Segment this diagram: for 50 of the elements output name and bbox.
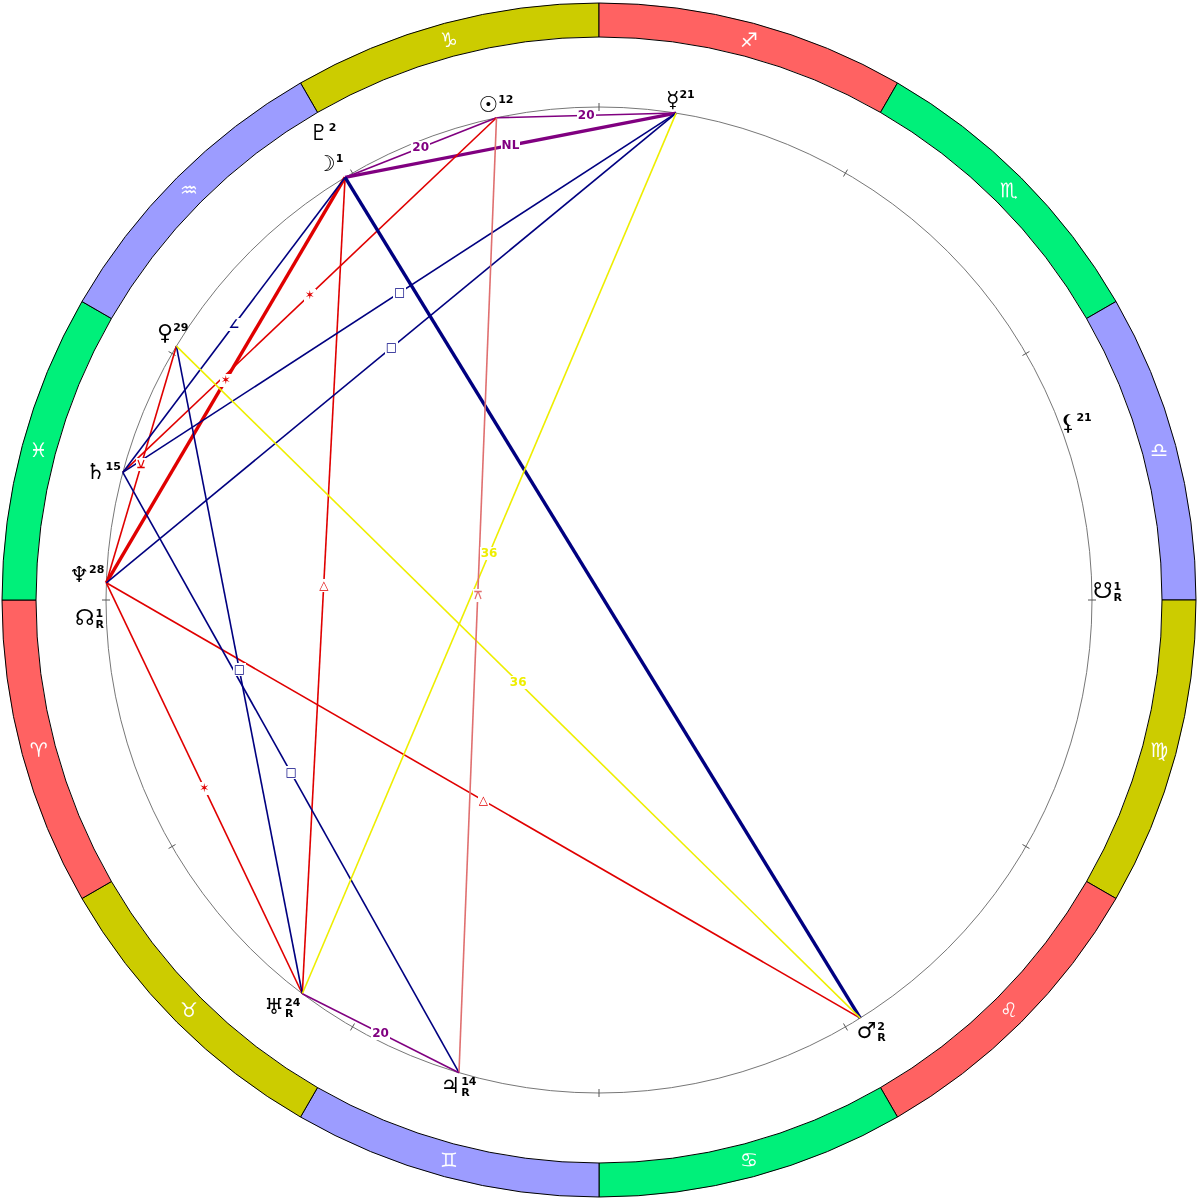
aspect-line bbox=[122, 471, 460, 1074]
planet-label: ☉$^{12}$ bbox=[477, 91, 516, 118]
planet-label: ♄$^{15}$ bbox=[84, 459, 123, 486]
zodiac-sign-glyph: ♍ bbox=[1150, 739, 1169, 762]
edge-label: □ bbox=[392, 286, 407, 300]
edge-label: △ bbox=[318, 579, 330, 593]
zodiac-sign-glyph: ♓ bbox=[29, 438, 48, 461]
zodiac-sign-glyph: ♏ bbox=[1000, 178, 1019, 201]
edge-label: □ bbox=[384, 341, 399, 355]
zodiac-sign-glyph: ♐ bbox=[740, 28, 759, 51]
aspect-line bbox=[301, 992, 460, 1074]
edge-label: ⚻ bbox=[472, 588, 483, 602]
edge-label: □ bbox=[232, 663, 247, 677]
zodiac-sign-glyph: ♎ bbox=[1150, 438, 1169, 461]
aspect-line bbox=[105, 345, 178, 584]
planet-label: ☽$^{1}$ bbox=[315, 151, 346, 178]
aspect-line bbox=[104, 176, 347, 584]
edge-label: ∠ bbox=[227, 318, 241, 332]
edge-label: 36 bbox=[508, 675, 528, 689]
aspect-line bbox=[344, 111, 677, 180]
zodiac-sign-glyph: ♌ bbox=[1000, 999, 1019, 1022]
edge-label: □ bbox=[284, 766, 298, 780]
zodiac-sign-glyph: ♊ bbox=[439, 1149, 458, 1172]
aspect-line bbox=[175, 345, 304, 995]
edge-label: ⚺ bbox=[136, 457, 147, 471]
planet-label: ⚸$^{21}$ bbox=[1059, 410, 1094, 437]
edge-label: 20 bbox=[576, 108, 596, 122]
planet-label: ☿$^{21}$ bbox=[664, 87, 697, 114]
zodiac-sign-glyph: ♈ bbox=[29, 739, 48, 762]
zodiac-sign-glyph: ♑ bbox=[439, 28, 458, 51]
aspect-line bbox=[301, 112, 677, 995]
aspect-line bbox=[105, 112, 677, 584]
edge-label: △ bbox=[477, 793, 489, 807]
aspect-line bbox=[175, 345, 862, 1019]
planet-label: ♀$^{29}$ bbox=[156, 320, 191, 347]
edge-label: NL bbox=[500, 138, 521, 152]
planet-label: ♇$^{2}$ bbox=[308, 120, 339, 146]
zodiac-sign-glyph: ♒ bbox=[179, 178, 198, 201]
edge-label: ✶ bbox=[198, 781, 211, 795]
planet-label: ♆$^{28}$ bbox=[68, 562, 107, 588]
edge-label: ✶ bbox=[219, 373, 232, 387]
aspect-line bbox=[105, 582, 304, 995]
zodiac-sign-glyph: ♋ bbox=[740, 1149, 759, 1172]
aspect-line bbox=[122, 176, 346, 474]
zodiac-sign-glyph: ♉ bbox=[179, 999, 198, 1022]
edge-label: 20 bbox=[411, 141, 430, 155]
edge-label: ✶ bbox=[303, 288, 316, 302]
aspect-line bbox=[343, 176, 862, 1019]
aspect-line bbox=[458, 116, 498, 1074]
edge-label: 20 bbox=[371, 1026, 390, 1040]
